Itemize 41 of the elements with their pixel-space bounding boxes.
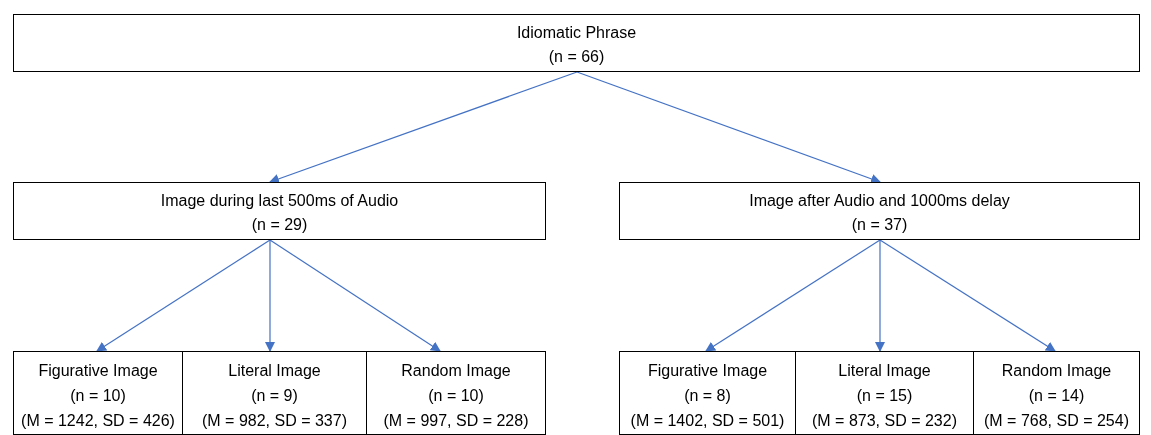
arrow xyxy=(705,239,881,352)
category-box xyxy=(13,351,183,435)
stats-text: (M = 1402, SD = 501) xyxy=(630,411,785,431)
stats-text: (M = 997, SD = 228) xyxy=(383,411,529,431)
category-box xyxy=(795,351,974,435)
stats-text: (M = 982, SD = 337) xyxy=(202,411,347,431)
count-text: (n = 37) xyxy=(851,215,908,235)
arrow xyxy=(576,71,881,184)
arrow xyxy=(96,239,271,352)
category-box xyxy=(13,182,546,240)
arrow xyxy=(879,239,1056,352)
condition-label: Random Image xyxy=(401,361,511,381)
count-text: (n = 66) xyxy=(548,47,605,67)
count-text: (n = 14) xyxy=(1028,386,1085,406)
count-text: (n = 29) xyxy=(251,215,308,235)
condition-label: Literal Image xyxy=(838,361,931,381)
category-box xyxy=(366,351,546,435)
condition-label: Literal Image xyxy=(228,361,321,381)
arrow xyxy=(265,239,275,352)
stats-text: (M = 768, SD = 254) xyxy=(984,411,1129,431)
category-box xyxy=(973,351,1140,435)
count-text: (n = 15) xyxy=(856,386,913,406)
condition-label: Image during last 500ms of Audio xyxy=(160,191,399,211)
condition-label: Figurative Image xyxy=(38,361,158,381)
arrow xyxy=(875,239,885,352)
arrow xyxy=(269,71,578,184)
condition-label: Image after Audio and 1000ms delay xyxy=(749,191,1010,211)
count-text: (n = 9) xyxy=(251,386,298,406)
count-text: (n = 10) xyxy=(70,386,126,406)
category-box xyxy=(619,182,1140,240)
condition-label: Figurative Image xyxy=(647,361,768,381)
count-text: (n = 8) xyxy=(684,386,731,406)
arrow xyxy=(269,239,441,352)
condition-label: Idiomatic Phrase xyxy=(516,23,637,43)
stats-text: (M = 873, SD = 232) xyxy=(812,411,957,431)
count-text: (n = 10) xyxy=(428,386,484,406)
category-box xyxy=(182,351,367,435)
category-box xyxy=(13,14,1140,72)
stats-text: (M = 1242, SD = 426) xyxy=(21,411,175,431)
category-box xyxy=(619,351,796,435)
condition-label: Random Image xyxy=(1001,361,1112,381)
